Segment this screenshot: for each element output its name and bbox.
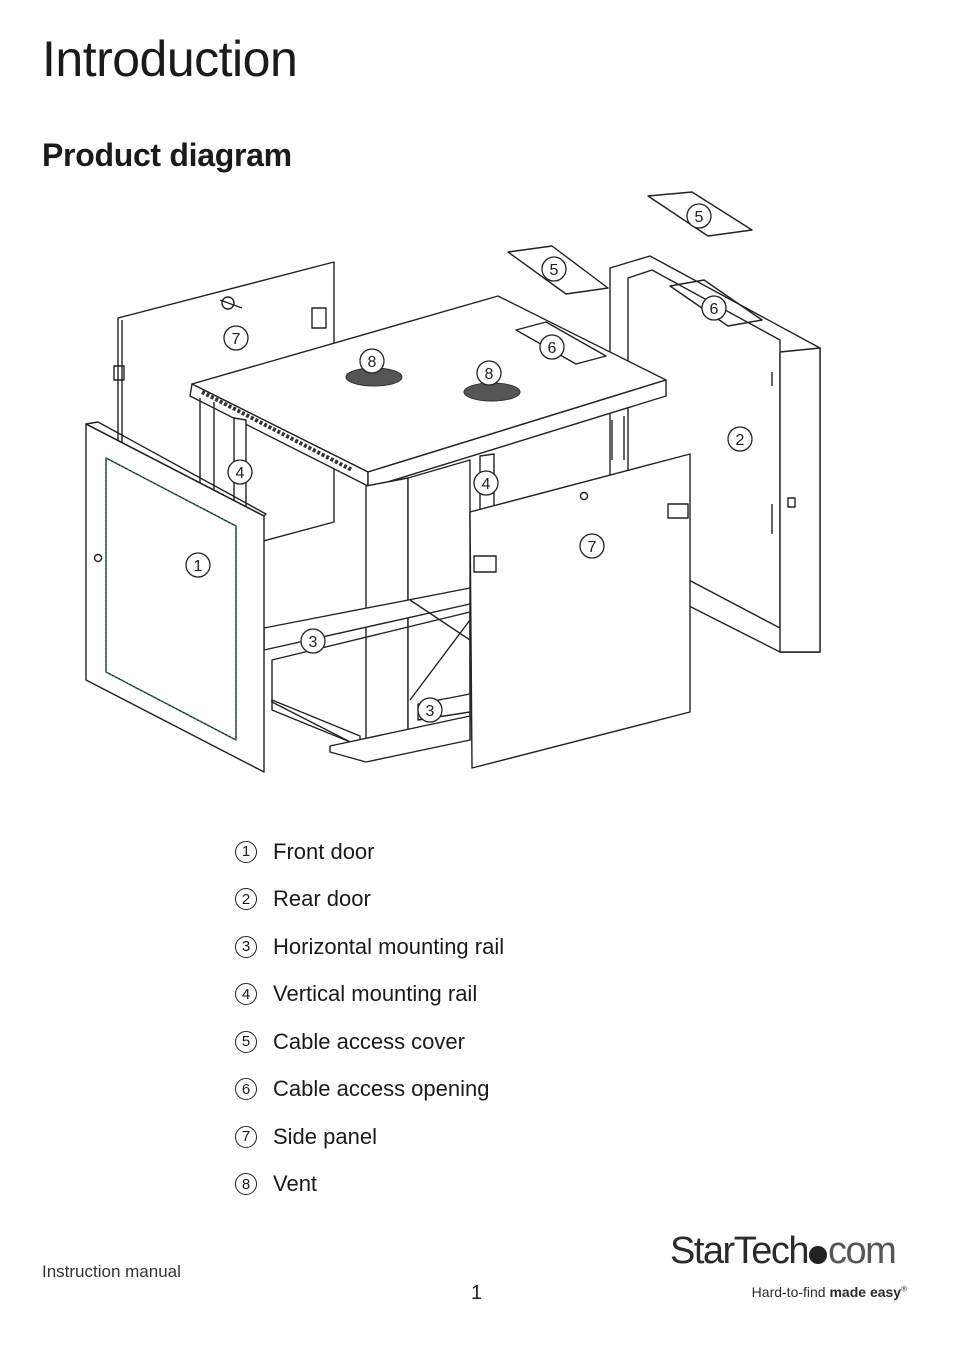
legend-number: 7 bbox=[235, 1125, 257, 1148]
callout-7-front: 7 bbox=[579, 533, 605, 559]
legend-number: 5 bbox=[235, 1030, 257, 1053]
legend-item: 1 Front door bbox=[235, 828, 504, 876]
callout-8-right: 8 bbox=[476, 360, 502, 386]
page-title: Introduction bbox=[42, 31, 298, 87]
legend-item: 7 Side panel bbox=[235, 1113, 504, 1161]
legend-number: 4 bbox=[235, 983, 257, 1006]
footer-document-type: Instruction manual bbox=[42, 1262, 181, 1281]
callout-7-rear: 7 bbox=[223, 325, 249, 351]
callout-6-rear: 6 bbox=[701, 295, 727, 321]
page-number: 1 bbox=[471, 1282, 483, 1304]
callout-4-left: 4 bbox=[227, 459, 253, 485]
legend-label: Cable access opening bbox=[273, 1076, 490, 1102]
callout-8-left: 8 bbox=[359, 348, 385, 374]
logo-dot-icon bbox=[808, 1246, 827, 1264]
svg-text:2: 2 bbox=[736, 432, 745, 449]
callout-3-left: 3 bbox=[300, 628, 326, 654]
legend-number: 6 bbox=[235, 1078, 257, 1101]
legend-label: Horizontal mounting rail bbox=[273, 933, 505, 959]
svg-text:3: 3 bbox=[426, 703, 435, 720]
product-diagram: 5 5 6 6 7 8 8 2 4 4 7 1 3 3 bbox=[85, 191, 821, 773]
front-side-panel bbox=[469, 453, 691, 769]
legend-number: 1 bbox=[235, 840, 257, 863]
callout-4-right: 4 bbox=[473, 470, 499, 496]
logo-tagline: Hard-to-find made easy® bbox=[752, 1284, 907, 1300]
tagline-bold: made easy bbox=[829, 1284, 902, 1300]
legend-item: 5 Cable access cover bbox=[235, 1018, 504, 1066]
legend-label: Vertical mounting rail bbox=[273, 981, 478, 1007]
svg-text:7: 7 bbox=[232, 331, 241, 348]
legend-label: Cable access cover bbox=[273, 1028, 465, 1054]
horizontal-rail-bottom bbox=[271, 699, 361, 747]
legend-item: 3 Horizontal mounting rail bbox=[235, 923, 504, 971]
callout-5-top: 5 bbox=[686, 203, 712, 229]
logo-wordmark: StarTech com bbox=[670, 1232, 915, 1270]
svg-text:4: 4 bbox=[236, 465, 245, 482]
svg-text:6: 6 bbox=[710, 301, 719, 318]
logo-text-start: StarTech bbox=[670, 1230, 809, 1272]
top-vent-right bbox=[463, 382, 521, 402]
callout-6-top: 6 bbox=[539, 334, 565, 360]
legend-label: Side panel bbox=[273, 1123, 377, 1149]
svg-text:8: 8 bbox=[485, 366, 494, 383]
legend-number: 2 bbox=[235, 888, 257, 911]
callout-5-mid: 5 bbox=[541, 256, 567, 282]
svg-text:6: 6 bbox=[548, 340, 557, 357]
svg-text:5: 5 bbox=[550, 262, 559, 279]
svg-text:7: 7 bbox=[588, 539, 597, 556]
logo-text-end: com bbox=[827, 1230, 897, 1272]
svg-text:8: 8 bbox=[368, 354, 377, 371]
legend-item: 2 Rear door bbox=[235, 876, 504, 924]
legend-label: Front door bbox=[273, 838, 375, 864]
svg-text:5: 5 bbox=[695, 209, 704, 226]
diagram-legend: 1 Front door 2 Rear door 3 Horizontal mount… bbox=[235, 828, 504, 1208]
svg-text:3: 3 bbox=[309, 634, 318, 651]
callout-3-right: 3 bbox=[417, 697, 443, 723]
legend-number: 3 bbox=[235, 935, 257, 958]
legend-item: 4 Vertical mounting rail bbox=[235, 971, 504, 1019]
tagline-registered-mark: ® bbox=[901, 1284, 907, 1294]
rear-door-side bbox=[779, 347, 821, 653]
legend-item: 6 Cable access opening bbox=[235, 1066, 504, 1114]
legend-label: Vent bbox=[273, 1171, 318, 1197]
callout-2: 2 bbox=[727, 426, 753, 452]
startech-logo: StarTech com Hard-to-find made easy® bbox=[670, 1232, 915, 1307]
section-title: Product diagram bbox=[42, 137, 292, 173]
callout-1: 1 bbox=[185, 552, 211, 578]
svg-text:4: 4 bbox=[482, 476, 491, 493]
svg-text:1: 1 bbox=[194, 558, 203, 575]
legend-label: Rear door bbox=[273, 886, 371, 912]
tagline-normal: Hard-to-find bbox=[751, 1284, 830, 1300]
legend-item: 8 Vent bbox=[235, 1161, 504, 1209]
legend-number: 8 bbox=[235, 1173, 257, 1196]
